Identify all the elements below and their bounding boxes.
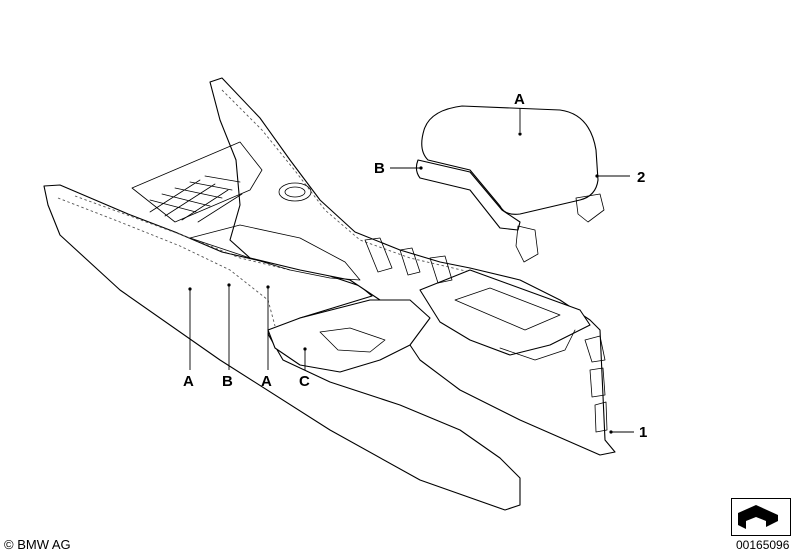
callout-console-a-left: A	[183, 373, 194, 390]
callout-armrest-top: A	[514, 91, 525, 108]
armrest-hinge-1	[575, 193, 605, 223]
console-panel-c	[267, 299, 431, 373]
armrest	[415, 105, 605, 263]
armrest-hinge-2	[515, 225, 539, 263]
copyright-notice: © BMW AG	[4, 537, 71, 552]
armrest-side	[415, 159, 521, 231]
rear-hinge-brackets	[584, 335, 608, 433]
console-front-tunnel	[209, 77, 616, 456]
callout-console-a-right: A	[261, 373, 272, 390]
callout-part-1: 1	[639, 424, 647, 441]
cup-holder	[278, 182, 312, 202]
rear-storage-compartment	[419, 269, 591, 356]
callout-armrest-side: B	[374, 160, 385, 177]
callout-console-c: C	[299, 373, 310, 390]
center-console	[43, 77, 616, 511]
armrest-top-cover	[421, 105, 599, 215]
arrow-box-icon	[738, 505, 778, 529]
console-left-side-panel	[43, 184, 521, 511]
storage-tray-outline	[131, 141, 263, 223]
navigation-box[interactable]	[731, 498, 791, 536]
drawing-number: 00165096	[736, 538, 790, 552]
callout-console-b: B	[222, 373, 233, 390]
callout-part-2: 2	[637, 169, 645, 186]
quilted-pattern	[149, 175, 243, 223]
center-recess	[189, 224, 361, 281]
leader-lines	[188, 108, 634, 434]
